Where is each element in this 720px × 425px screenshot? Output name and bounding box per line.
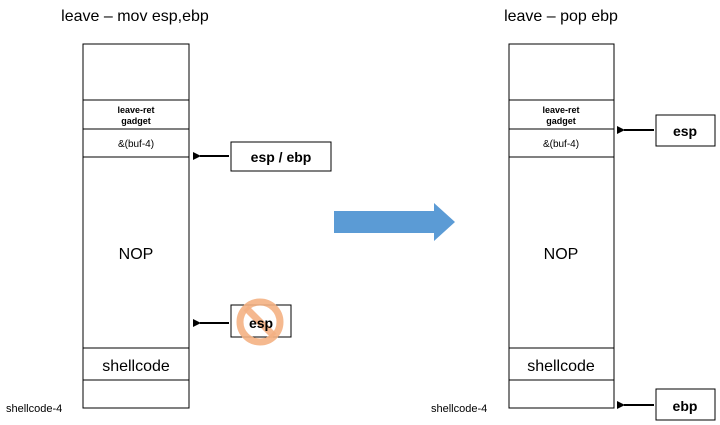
left-box-esp-ebp	[230, 141, 332, 172]
right-label-esp: esp	[673, 123, 697, 139]
right-stack	[508, 43, 615, 409]
right-box-esp	[655, 114, 716, 147]
right-nop-label: NOP	[544, 246, 579, 263]
right-side-label: shellcode-4	[431, 403, 487, 415]
right-label-ebp: ebp	[673, 398, 698, 414]
transition-arrow-icon	[334, 203, 455, 241]
left-buf-addr-label: &(buf-4)	[118, 139, 154, 150]
left-title: leave – mov esp,ebp	[61, 8, 209, 25]
left-stack	[82, 43, 190, 409]
right-buf-addr-label: &(buf-4)	[543, 139, 579, 150]
right-gadget-label-1: leave-ret	[542, 105, 579, 115]
no-symbol-icon	[236, 298, 284, 346]
left-side-label: shellcode-4	[6, 403, 62, 415]
left-nop-label: NOP	[119, 246, 154, 263]
left-label-old-esp: esp	[249, 315, 273, 331]
left-gadget-label-1: leave-ret	[117, 105, 154, 115]
left-label-esp-ebp: esp / ebp	[251, 149, 312, 165]
right-shellcode-label: shellcode	[527, 358, 595, 375]
right-box-ebp	[655, 388, 716, 421]
right-gadget-label-2: gadget	[546, 116, 576, 126]
left-gadget-label-2: gadget	[121, 116, 151, 126]
left-shellcode-label: shellcode	[102, 358, 170, 375]
right-title: leave – pop ebp	[504, 8, 618, 25]
